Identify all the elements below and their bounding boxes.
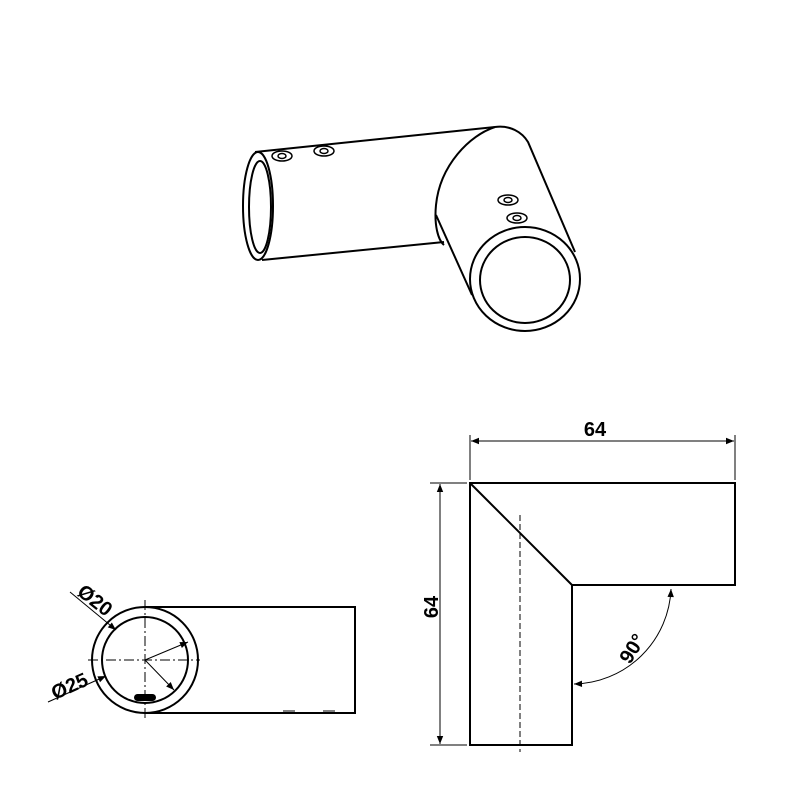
screw-hole-inner [503, 196, 513, 204]
front-view: 64 64 90° [421, 419, 736, 752]
slot [134, 694, 156, 701]
inner-diameter-arrow [144, 659, 175, 691]
screw-holes [271, 145, 528, 224]
miter-line [469, 482, 573, 586]
screw-hole [313, 145, 335, 157]
tube-top-edge [254, 126, 496, 153]
elbow-seam [434, 126, 496, 246]
angle-dimension: 90° [616, 630, 651, 667]
outer-diameter-label: Ø25 [48, 669, 91, 704]
screw-hole-inner [277, 152, 287, 160]
width-dimension: 64 [584, 419, 607, 441]
isometric-view [242, 125, 581, 332]
tube-side-outline [145, 606, 356, 714]
height-dimension: 64 [421, 595, 443, 618]
screw-hole [497, 194, 519, 206]
inner-diameter-leader [69, 591, 117, 631]
outer-diameter-arrow [144, 641, 189, 661]
front-tube-end-outer [469, 226, 581, 332]
angle-arc [573, 588, 674, 688]
tube-bottom-edge [261, 241, 445, 261]
left-tube-end-outer [242, 151, 274, 261]
outer-diameter-leader [47, 675, 107, 703]
screw-hole [271, 150, 293, 162]
left-tube-end-inner [248, 160, 272, 254]
front-tube-end-inner [479, 236, 571, 324]
screw-hole-inner [512, 214, 522, 222]
screw-hole [506, 212, 528, 224]
elbow-left-edge [435, 214, 473, 296]
screw-hole-inner [319, 147, 329, 155]
inner-diameter-label: Ø20 [73, 581, 116, 622]
elbow-right-edge [494, 125, 576, 253]
end-view: Ø20 Ø25 [47, 581, 356, 718]
